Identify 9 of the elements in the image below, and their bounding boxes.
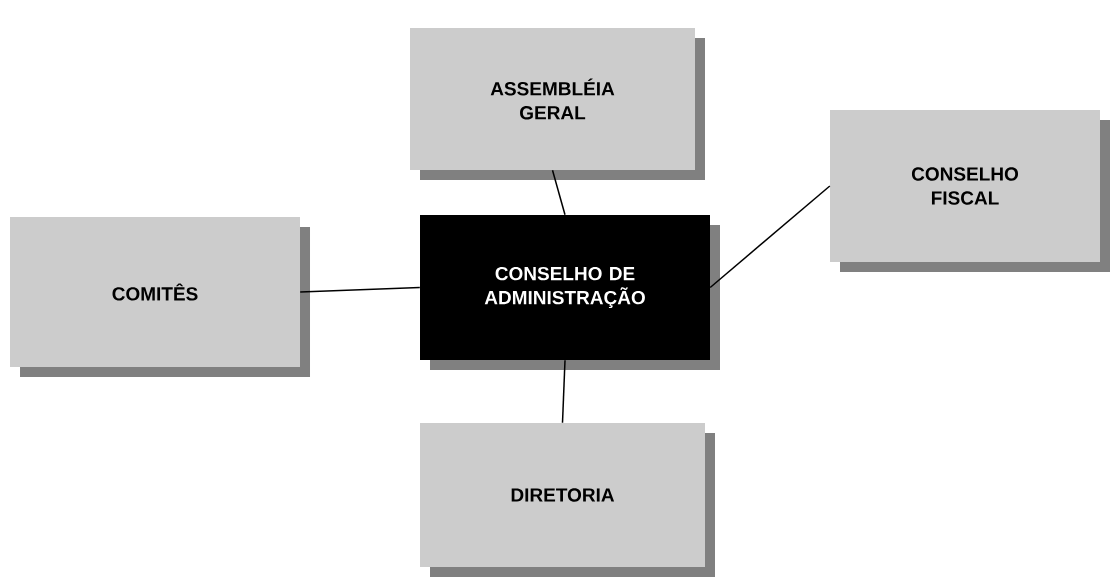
connector-line (709, 185, 831, 289)
org-box: CONSELHO FISCAL (830, 110, 1110, 272)
connector-line (299, 286, 421, 293)
org-box: ASSEMBLÉIA GERAL (410, 28, 705, 180)
connector-line (551, 169, 566, 216)
org-box: DIRETORIA (420, 423, 715, 577)
org-box: COMITÊS (10, 217, 310, 377)
connector-line (561, 359, 566, 424)
org-box: CONSELHO DE ADMINISTRAÇÃO (420, 215, 720, 370)
